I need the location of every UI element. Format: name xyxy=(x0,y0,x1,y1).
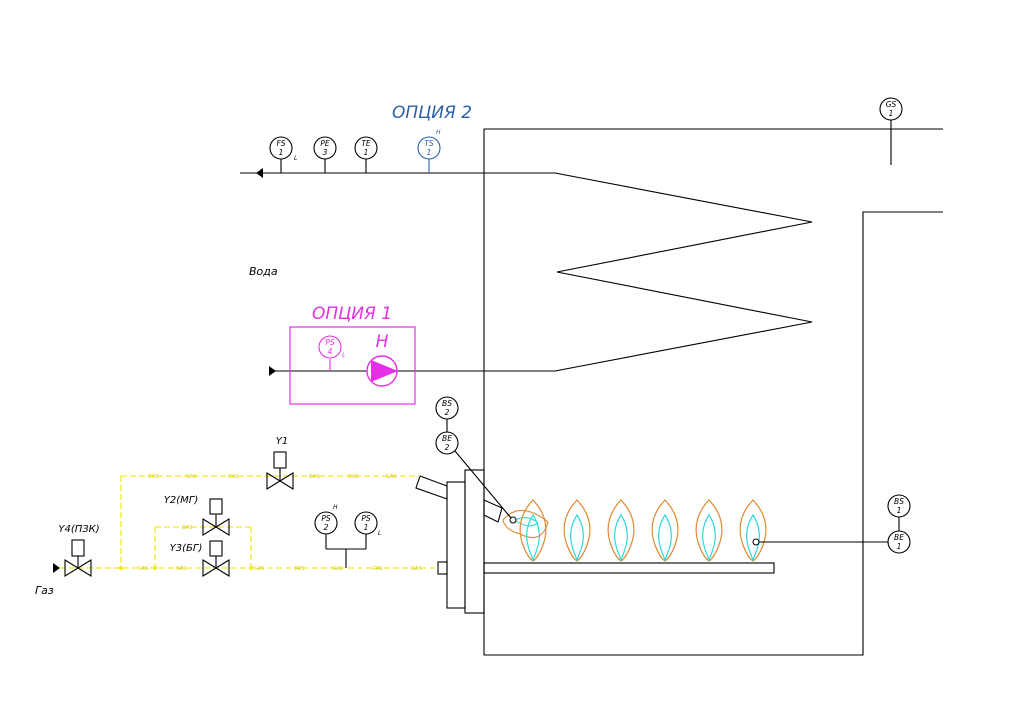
svg-text:4: 4 xyxy=(328,347,333,356)
burner-assembly xyxy=(415,469,775,614)
svg-text:GAS: GAS xyxy=(182,525,192,531)
svg-text:Y1: Y1 xyxy=(276,436,288,447)
svg-text:H: H xyxy=(436,129,441,136)
gas-lines xyxy=(60,475,438,569)
valve-y1: Y1 xyxy=(266,436,294,490)
svg-text:Y3(БГ): Y3(БГ) xyxy=(170,543,203,554)
instrument-bs1: BS 1 xyxy=(887,494,911,531)
svg-text:GAS: GAS xyxy=(186,474,196,480)
svg-text:1: 1 xyxy=(427,148,432,157)
instrument-ps1: PS 1 L xyxy=(354,511,381,537)
svg-text:GAS: GAS xyxy=(372,566,382,572)
instrument-fs1: FS 1 L xyxy=(269,136,297,173)
gas-junctions xyxy=(118,565,254,571)
flame-2 xyxy=(563,499,591,562)
pump-icon xyxy=(366,355,398,387)
svg-text:L: L xyxy=(378,530,381,537)
svg-text:3: 3 xyxy=(323,148,328,157)
gas-label: Газ xyxy=(35,584,54,597)
gas-inlet-arrow xyxy=(53,563,60,573)
svg-text:GAS: GAS xyxy=(332,566,342,572)
flame-3 xyxy=(607,499,635,562)
water-outlet-arrow xyxy=(256,168,263,178)
svg-text:BS: BS xyxy=(442,399,452,408)
svg-text:GAS: GAS xyxy=(148,474,158,480)
svg-text:L: L xyxy=(342,352,345,359)
flame-4 xyxy=(651,499,679,562)
svg-text:PS: PS xyxy=(325,338,335,347)
svg-text:Y4(ПЗК): Y4(ПЗК) xyxy=(58,524,99,535)
svg-text:2: 2 xyxy=(445,408,450,417)
svg-text:GAS: GAS xyxy=(348,474,358,480)
valve-y4: Y4(ПЗК) xyxy=(58,524,100,577)
svg-text:H: H xyxy=(376,332,389,352)
svg-text:PE: PE xyxy=(320,139,330,148)
svg-text:1: 1 xyxy=(364,148,369,157)
svg-text:PS: PS xyxy=(361,514,371,523)
svg-text:Y2(МГ): Y2(МГ) xyxy=(164,495,198,506)
svg-text:2: 2 xyxy=(324,523,329,532)
svg-text:GAS: GAS xyxy=(294,566,304,572)
svg-text:PS: PS xyxy=(321,514,331,523)
svg-text:GAS: GAS xyxy=(138,566,148,572)
valve-y2: Y2(МГ) xyxy=(164,495,230,536)
svg-text:1: 1 xyxy=(897,506,902,515)
svg-text:BE: BE xyxy=(442,434,452,443)
svg-text:TS: TS xyxy=(424,139,434,148)
gas-line-labels: GAS GAS GAS GAS GAS GAS GAS GAS GAS GAS … xyxy=(138,474,421,572)
flame-5 xyxy=(695,499,723,562)
option2-label: ОПЦИЯ 2 xyxy=(392,103,472,123)
instrument-ts1: TS 1 H xyxy=(417,129,441,173)
instrument-be1: BE 1 xyxy=(759,530,911,554)
instrument-pe3: PE 3 xyxy=(313,136,337,173)
instrument-te1: TE 1 xyxy=(354,136,378,173)
svg-text:FS: FS xyxy=(276,139,285,148)
svg-text:L: L xyxy=(294,155,297,162)
instrument-ps2: PS 2 H xyxy=(314,504,338,535)
svg-text:GAS: GAS xyxy=(411,566,421,572)
flame-1 xyxy=(519,499,547,562)
svg-text:1: 1 xyxy=(889,109,894,118)
svg-text:GAS: GAS xyxy=(176,566,186,572)
ignition-flame xyxy=(502,509,549,539)
svg-text:1: 1 xyxy=(364,523,369,532)
svg-text:GAS: GAS xyxy=(254,566,264,572)
valve-y3: Y3(БГ) xyxy=(170,540,230,577)
svg-text:BE: BE xyxy=(894,533,904,542)
burner-flames xyxy=(502,499,767,562)
svg-text:GS: GS xyxy=(886,100,897,109)
svg-text:GAS: GAS xyxy=(228,474,238,480)
flame-6 xyxy=(739,499,767,562)
svg-text:GAS: GAS xyxy=(386,474,396,480)
option1-label: ОПЦИЯ 1 xyxy=(312,304,392,324)
svg-text:2: 2 xyxy=(445,443,450,452)
instrument-be2: BE 2 xyxy=(435,431,512,519)
instrument-gs1: GS 1 xyxy=(879,97,903,121)
water-label: Вода xyxy=(249,265,278,278)
svg-text:BS: BS xyxy=(894,497,904,506)
option1-box: ОПЦИЯ 1 PS 4 L H xyxy=(289,304,416,405)
svg-text:1: 1 xyxy=(897,542,902,551)
pressure-switch-group xyxy=(325,534,367,568)
instrument-bs2: BS 2 xyxy=(435,396,459,432)
svg-text:1: 1 xyxy=(279,148,284,157)
svg-text:TE: TE xyxy=(361,139,371,148)
svg-text:H: H xyxy=(333,504,338,511)
svg-text:GAS: GAS xyxy=(309,474,319,480)
boiler-body xyxy=(240,118,943,656)
water-inlet-arrow xyxy=(269,366,276,376)
